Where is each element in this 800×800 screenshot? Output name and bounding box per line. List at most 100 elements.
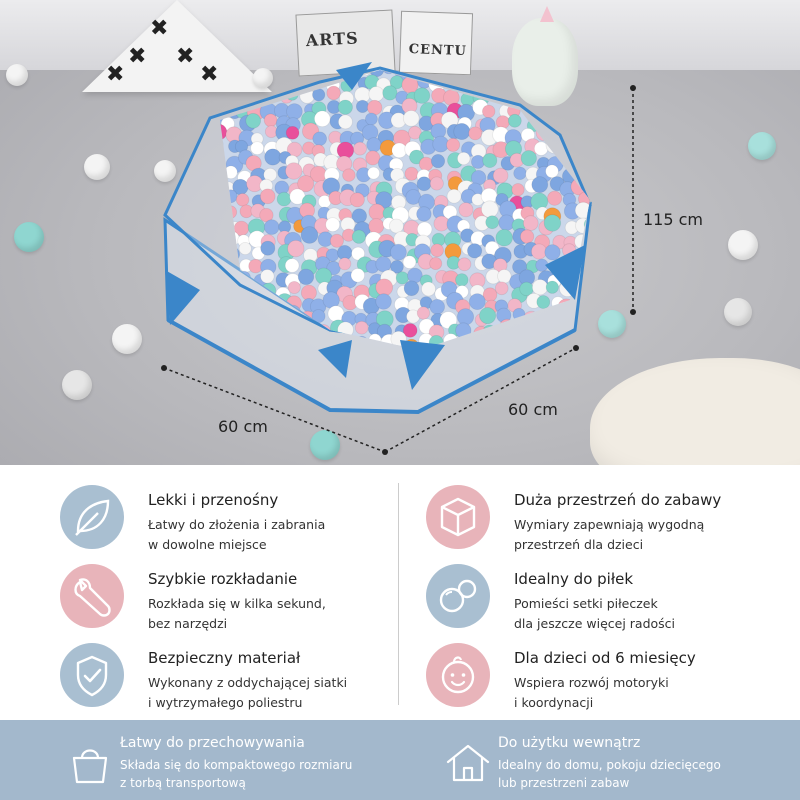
pit-ball [301,70,315,76]
pit-ball [276,191,292,207]
feature-icon-circle [426,564,490,628]
box-icon [440,497,476,537]
pit-ball [587,71,590,88]
feature-description-line: i koordynacji [514,695,594,710]
feature-safe-material: Bezpieczny materiał Wykonany z oddychają… [60,643,450,715]
pit-bottom-rim [167,318,576,415]
feature-icon-circle [60,485,124,549]
feature-title: Lekki i przenośny [148,491,279,509]
pit-ball [510,76,525,91]
features-section: Lekki i przenośny Łatwy do złożenia i za… [0,465,800,720]
pit-ball [418,156,434,172]
pit-ball [480,200,499,219]
pit-ball [585,334,590,350]
loose-ball [6,64,28,86]
pit-ball [220,84,226,100]
pit-ball [312,131,328,147]
pit-ball [601,246,613,258]
pit-ball [601,144,613,156]
pit-ball [588,188,590,205]
pit-ball [532,70,549,75]
pit-ball [575,139,589,154]
pit-ball [232,83,250,101]
pit-ball [520,150,537,167]
feature-icon-circle [60,564,124,628]
pit-ball [573,116,587,131]
pit-ball [584,295,590,311]
cross-pattern: ✖ [106,62,125,87]
pit-ball [453,123,471,141]
pit-ball [368,218,385,235]
pit-ball [531,176,549,194]
feature-description-line: Pomieści setki piłeczek [514,596,658,611]
bag-icon [72,749,108,784]
house-icon [446,744,490,782]
feature-description: Wymiary zapewniają wygodną przestrzeń dl… [514,515,704,555]
pit-ball [355,99,370,114]
feature-description-line: dla jeszcze więcej radości [514,616,676,631]
loose-ball [748,132,776,160]
pit-ball [284,258,300,273]
pit-ball [199,90,213,104]
pit-ball [416,221,433,238]
pit-ball [600,198,613,211]
loose-ball [154,160,176,182]
cross-pattern: ✖ [128,44,147,69]
pit-ball [260,76,278,94]
pit-ball [259,188,276,205]
pit-ball [598,286,614,302]
pit-ball [589,271,590,288]
pit-ball [519,229,535,244]
pit-ball [585,320,590,337]
loose-ball [598,310,626,338]
pit-ball [584,285,590,302]
pit-ball [522,215,539,231]
pit-ball [366,137,382,153]
pit-ball [586,245,590,262]
pit-corner-flap [318,340,352,378]
pit-ball [585,180,590,198]
pit-ball [368,203,386,221]
pit-ball [582,164,590,181]
pit-ball [602,63,616,77]
pit-ball [497,78,514,95]
feature-title: Bezpieczny materiał [148,649,301,667]
pit-ball [575,70,590,76]
pit-ball [565,116,579,130]
pit-ball [264,148,282,166]
unicorn-plush [512,6,578,106]
width-dimension-label-right: 60 cm [508,400,558,419]
pit-ball [586,123,590,141]
pit-ball [245,70,264,76]
pit-ball [416,206,432,222]
pit-ball [350,268,366,283]
width-dimension-line-right [384,347,577,453]
pit-ball [337,114,353,130]
pit-ball [565,74,580,89]
pit-ball [599,296,613,310]
pit-ball [511,183,525,197]
loose-ball [310,430,340,460]
pit-ball [286,70,302,78]
pit-ball [521,70,536,75]
pit-ball [402,323,418,338]
dimension-endpoint [161,365,167,371]
pit-ball [416,176,432,192]
pit-ball [593,211,605,223]
pit-ball [297,268,315,286]
pit-ball [469,74,484,89]
pit-ball [300,226,319,244]
pit-ball [382,85,398,101]
pit-ball [605,269,617,281]
pit-ball [586,231,590,250]
pit-ball [447,70,465,79]
pit-ball [421,281,436,297]
loose-ball [112,324,142,354]
pit-ball [413,87,431,104]
feature-description-line: Wykonany z oddychającej siatki [148,675,348,690]
pit-ball [571,73,590,91]
pit-ball [367,99,383,116]
pit-ball [486,77,501,92]
pit-ball [479,307,497,325]
